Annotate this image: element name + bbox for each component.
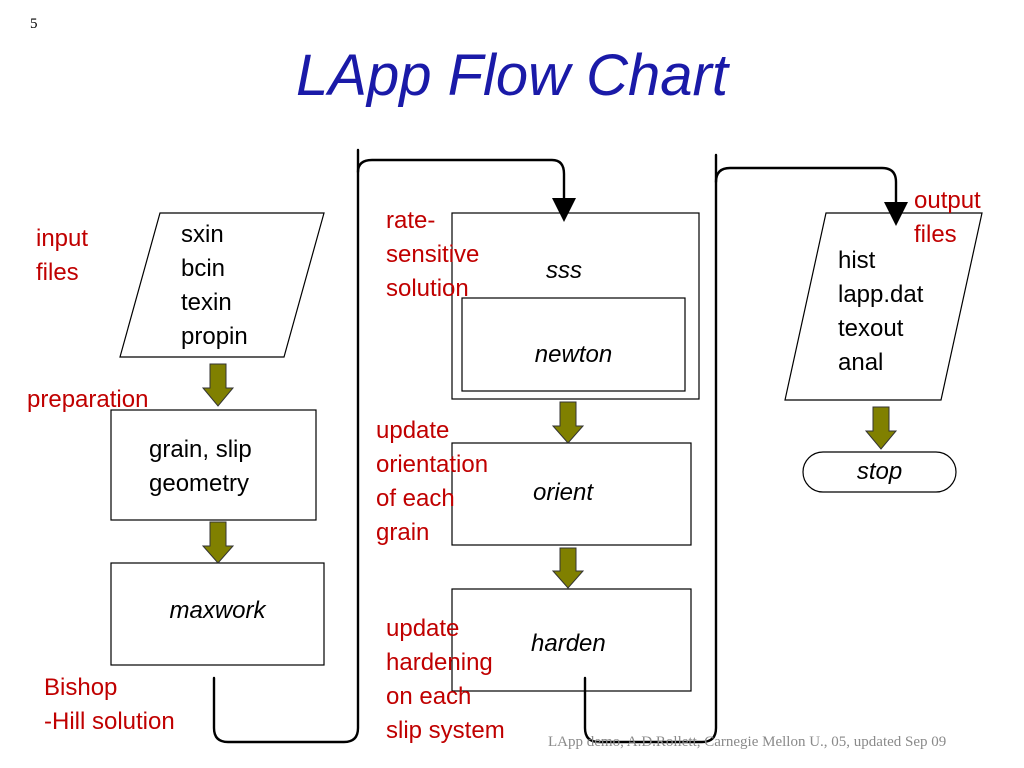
arrow-sss-to-orient <box>551 401 585 444</box>
rate-line: rate- <box>386 207 436 234</box>
input-file-item: bcin <box>181 255 226 282</box>
orient-line: of each <box>376 485 455 512</box>
sss-label: sss <box>546 257 582 284</box>
harden-line: update <box>386 615 460 642</box>
output-file-item: lapp.dat <box>838 281 924 308</box>
connector-harden-to-output <box>583 153 718 744</box>
update-hardening-label: update hardening on each slip system <box>386 612 505 748</box>
bishop-line: -Hill solution <box>44 708 175 735</box>
orient-line: update <box>376 417 450 444</box>
arrow-input-to-geometry <box>201 363 235 407</box>
harden-line: on each <box>386 683 472 710</box>
rate-line: sensitive <box>386 241 480 268</box>
output-files-list: hist lapp.dat texout anal <box>838 244 923 380</box>
orient-label: orient <box>533 479 594 506</box>
page-title: LApp Flow Chart <box>296 43 728 108</box>
output-label-line: files <box>914 221 957 248</box>
preparation-label: preparation <box>27 386 149 413</box>
output-file-item: hist <box>838 247 876 274</box>
connector-maxwork-to-sss <box>212 148 360 744</box>
harden-box-shape <box>451 588 692 692</box>
input-label-line: input <box>36 225 89 252</box>
stop-label: stop <box>856 458 903 485</box>
output-files-shape <box>784 212 983 401</box>
arrow-geometry-to-maxwork <box>201 521 235 564</box>
newton-label: newton <box>534 341 613 368</box>
output-files-label: output files <box>914 184 981 252</box>
input-file-item: propin <box>181 323 248 350</box>
input-file-item: texin <box>181 289 232 316</box>
input-label-line: files <box>36 259 79 286</box>
output-label-line: output <box>914 187 981 214</box>
harden-line: slip system <box>386 717 505 744</box>
input-files-list: sxin bcin texin propin <box>181 218 248 354</box>
connector-top-to-sss <box>356 158 576 222</box>
bishop-line: Bishop <box>44 674 118 701</box>
rate-line: solution <box>386 275 469 302</box>
newton-box-shape <box>461 297 686 392</box>
harden-line: hardening <box>386 649 493 676</box>
footer-credit: LApp demo, A.D.Rollett, Carnegie Mellon … <box>548 734 947 750</box>
geometry-box-shape <box>110 409 317 521</box>
output-file-item: anal <box>838 349 884 376</box>
input-file-item: sxin <box>181 221 224 248</box>
orient-line: grain <box>376 519 430 546</box>
geometry-line: grain, slip <box>149 436 252 463</box>
rate-sensitive-label: rate- sensitive solution <box>386 204 479 306</box>
geometry-box-text: grain, slip geometry <box>149 433 252 501</box>
orient-box-shape <box>451 442 692 546</box>
block-arrows <box>201 363 898 589</box>
geometry-line: geometry <box>149 470 250 497</box>
slide-number: 5 <box>30 16 38 32</box>
orient-line: orientation <box>376 451 489 478</box>
output-file-item: texout <box>838 315 904 342</box>
connector-lines <box>212 148 908 744</box>
arrow-output-to-stop <box>864 406 898 450</box>
bishop-hill-label: Bishop -Hill solution <box>44 671 175 739</box>
arrow-orient-to-harden <box>551 547 585 589</box>
maxwork-label: maxwork <box>169 597 266 624</box>
update-orientation-label: update orientation of each grain <box>376 414 488 550</box>
input-files-shape <box>119 212 325 358</box>
connector-top-to-output <box>714 166 908 226</box>
stop-box-shape <box>802 451 957 493</box>
harden-label: harden <box>531 630 606 657</box>
input-files-label: input files <box>36 222 88 290</box>
